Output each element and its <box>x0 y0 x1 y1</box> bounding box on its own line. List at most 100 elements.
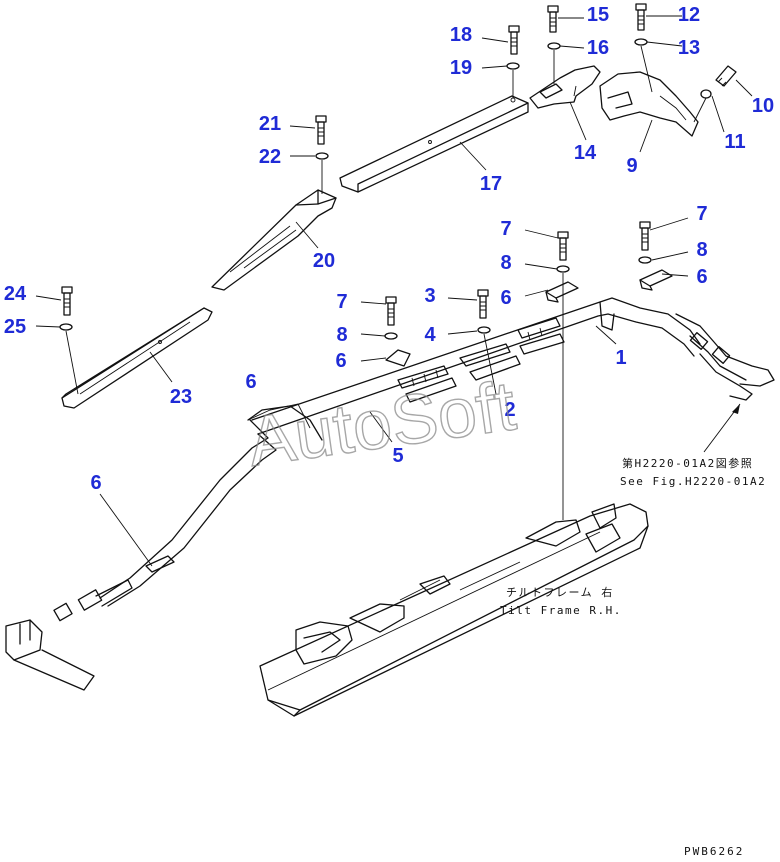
callout-c4: 4 <box>424 324 436 346</box>
part-23-cover <box>61 307 213 409</box>
callout-c7b: 7 <box>500 218 511 240</box>
callout-numbers: 1234566666777888910111213141516171819202… <box>4 4 774 494</box>
tilt-frame-label-jp: チルトフレーム 右 <box>506 585 614 599</box>
leader-20 <box>295 221 319 249</box>
tilt-frame-label-en: Tilt Frame R.H. <box>500 604 622 617</box>
part-14-bracket <box>529 65 601 109</box>
part-6-clamp-d <box>145 555 175 573</box>
callout-c9: 9 <box>626 155 637 177</box>
left-frame-stub <box>5 619 95 691</box>
see-fig-note-en: See Fig.H2220-01A2 <box>620 475 766 488</box>
callout-c17: 17 <box>480 173 502 195</box>
callout-c8c: 8 <box>696 239 707 261</box>
callout-c7a: 7 <box>336 291 347 313</box>
leader-25b <box>35 325 61 328</box>
bolt-24 <box>61 286 73 316</box>
callout-c24: 24 <box>4 283 27 305</box>
leader-14 <box>569 101 587 141</box>
leader-8a <box>360 333 386 337</box>
washer-13 <box>634 38 648 46</box>
leader-6a <box>524 289 549 297</box>
bolt-18 <box>508 25 520 55</box>
bolt-7b <box>557 231 569 261</box>
leader-11b <box>711 95 725 133</box>
bolt-7a <box>385 296 397 326</box>
leader-13 <box>640 45 653 93</box>
callout-c8a: 8 <box>336 324 347 346</box>
leader-17 <box>459 141 487 171</box>
callout-c12: 12 <box>678 4 700 26</box>
leader-11 <box>693 97 707 123</box>
bolt-21 <box>315 115 327 145</box>
washer-8c <box>638 256 652 264</box>
washer-22 <box>315 152 329 160</box>
callout-c6e: 6 <box>90 472 101 494</box>
leader-24 <box>35 295 62 301</box>
part-1-pipe <box>251 297 775 435</box>
callout-c16: 16 <box>587 37 609 59</box>
callout-c3: 3 <box>424 285 435 307</box>
callout-c22: 22 <box>259 146 281 168</box>
part-2-fittings <box>397 317 565 403</box>
watermark: AutoSoft <box>243 366 520 481</box>
part-6-clamp-c <box>385 349 411 367</box>
leader-6e <box>99 493 153 567</box>
callout-c6b: 6 <box>696 266 707 288</box>
callout-c20: 20 <box>313 250 335 272</box>
leader-21 <box>289 125 316 129</box>
tilt-frame-rh <box>259 503 649 717</box>
callout-c2: 2 <box>504 399 515 421</box>
callout-c6c: 6 <box>335 350 346 372</box>
part-20-bracket <box>211 189 337 291</box>
leader-19b <box>481 65 508 69</box>
bolt-7c <box>639 221 651 251</box>
leader-10 <box>735 79 753 97</box>
leader-25 <box>65 330 79 395</box>
leader-8b <box>524 263 558 270</box>
bolt-12 <box>635 3 647 31</box>
drawing-code: PWB6262 <box>684 845 744 858</box>
callout-c21: 21 <box>259 113 281 135</box>
callout-c11: 11 <box>724 131 745 153</box>
part-6-clamp-b <box>639 269 673 291</box>
washer-11 <box>700 89 712 99</box>
leader-1 <box>595 325 617 345</box>
washer-4 <box>477 326 491 334</box>
see-fig-note-jp: 第H2220-01A2図参照 <box>622 456 753 470</box>
bolt-15 <box>547 5 559 33</box>
arrow-head <box>732 404 740 414</box>
callout-c7c: 7 <box>696 203 707 225</box>
washer-25 <box>59 323 73 331</box>
leader-16b <box>559 45 585 49</box>
leader-4 <box>447 330 478 335</box>
leader-3 <box>447 297 478 301</box>
callout-c8b: 8 <box>500 252 511 274</box>
callout-c5: 5 <box>392 445 403 467</box>
leader-7b <box>524 229 559 239</box>
bolt-10 <box>715 65 737 87</box>
leader-8c <box>651 251 689 261</box>
leader-2 <box>483 333 497 395</box>
callout-c25: 25 <box>4 316 26 338</box>
leader-9 <box>639 119 653 153</box>
part-6-clamp-a <box>545 281 579 303</box>
callout-c6d: 6 <box>245 371 256 393</box>
leader-5 <box>369 411 393 443</box>
leader-23 <box>149 351 173 383</box>
callout-c13: 13 <box>678 37 700 59</box>
leader-7c <box>649 217 689 231</box>
callout-c15: 15 <box>587 4 609 26</box>
part-17-cover <box>339 95 529 193</box>
leader-18 <box>481 37 509 43</box>
callout-c19: 19 <box>450 57 472 79</box>
leader-6c <box>360 357 387 362</box>
washer-8b <box>556 265 570 273</box>
callout-c14: 14 <box>574 142 597 164</box>
leader-13b <box>646 41 683 47</box>
callout-c1: 1 <box>615 347 626 369</box>
leader-6d <box>247 403 311 429</box>
callout-c18: 18 <box>450 24 472 46</box>
washer-19 <box>506 62 520 70</box>
